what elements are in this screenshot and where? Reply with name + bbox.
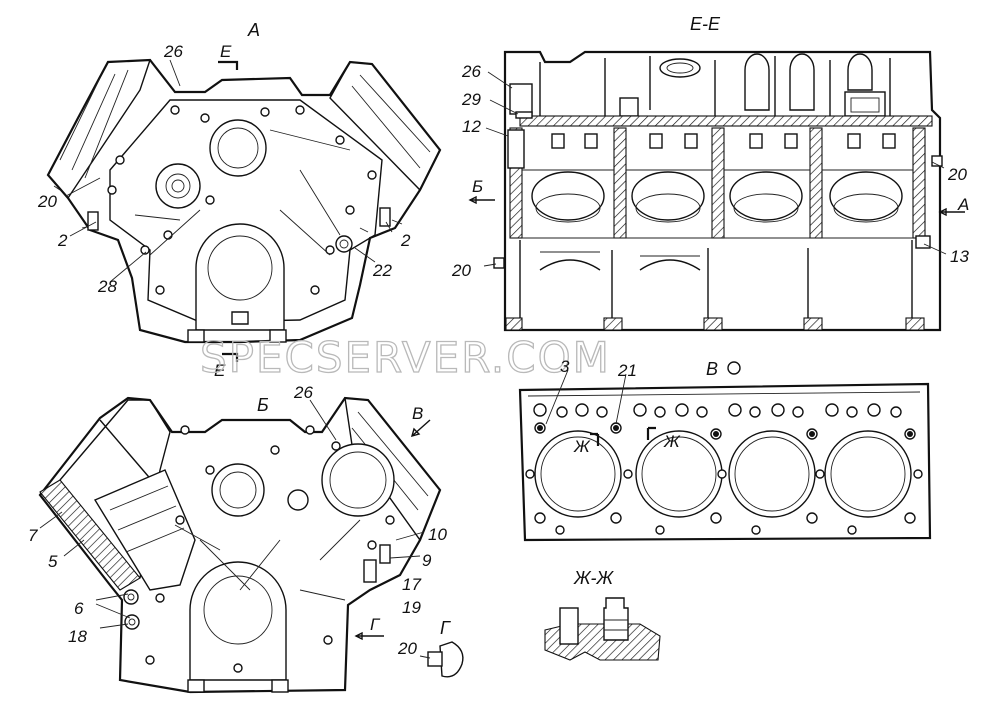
view-zz-title: Ж-Ж: [573, 568, 615, 588]
view-v-title: В: [706, 359, 718, 379]
view-a: A 26 20 2 28 22 2 E E: [37, 20, 442, 380]
watermark: SPECSERVER.COM: [200, 333, 611, 382]
label-19-b: 19: [402, 598, 421, 617]
label-3-v: 3: [560, 357, 570, 376]
view-ee-title: E-E: [690, 14, 721, 34]
view-b: Б 26 7 5 6 18 10 9 17 19 В Г: [28, 383, 447, 694]
view-v: В 3 21 Ж Ж: [518, 357, 932, 542]
cut-mark-zh-right: Ж: [663, 432, 681, 451]
label-20-g: 20: [397, 639, 417, 658]
arrow-v-label: В: [412, 404, 423, 423]
label-29-ee: 29: [461, 90, 481, 109]
label-7-b: 7: [28, 526, 38, 545]
label-6-b: 6: [74, 599, 84, 618]
label-13-ee: 13: [950, 247, 969, 266]
view-zz: Ж-Ж: [544, 568, 661, 661]
view-g-title: Г: [440, 618, 451, 638]
label-2-a-left: 2: [57, 231, 68, 250]
arrow-a-label: A: [957, 195, 969, 214]
view-g: Г 20: [397, 618, 464, 678]
label-20-ee-left: 20: [451, 261, 471, 280]
label-26-a: 26: [163, 42, 183, 61]
label-26-ee: 26: [461, 62, 481, 81]
label-20-ee-right: 20: [947, 165, 967, 184]
label-5-b: 5: [48, 552, 58, 571]
arrow-b-label: Б: [472, 177, 483, 196]
label-22-a: 22: [372, 261, 392, 280]
view-ee: E-E 26 29 12 20 20 13 Б A: [451, 14, 969, 332]
label-17-b: 17: [402, 575, 421, 594]
arrow-g-label: Г: [370, 615, 381, 634]
cut-mark-top: E: [220, 42, 232, 61]
label-26-b: 26: [293, 383, 313, 402]
label-12-ee: 12: [462, 117, 481, 136]
label-28-a: 28: [97, 277, 117, 296]
label-20-a: 20: [37, 192, 57, 211]
label-18-b: 18: [68, 627, 87, 646]
label-9-b: 9: [422, 551, 432, 570]
label-21-v: 21: [617, 361, 637, 380]
view-b-title: Б: [257, 395, 269, 415]
label-10-b: 10: [428, 525, 447, 544]
cut-mark-bottom: E: [214, 361, 226, 380]
view-a-title: A: [247, 20, 260, 40]
label-2-a-right: 2: [400, 231, 411, 250]
cut-mark-zh-left: Ж: [573, 437, 591, 456]
